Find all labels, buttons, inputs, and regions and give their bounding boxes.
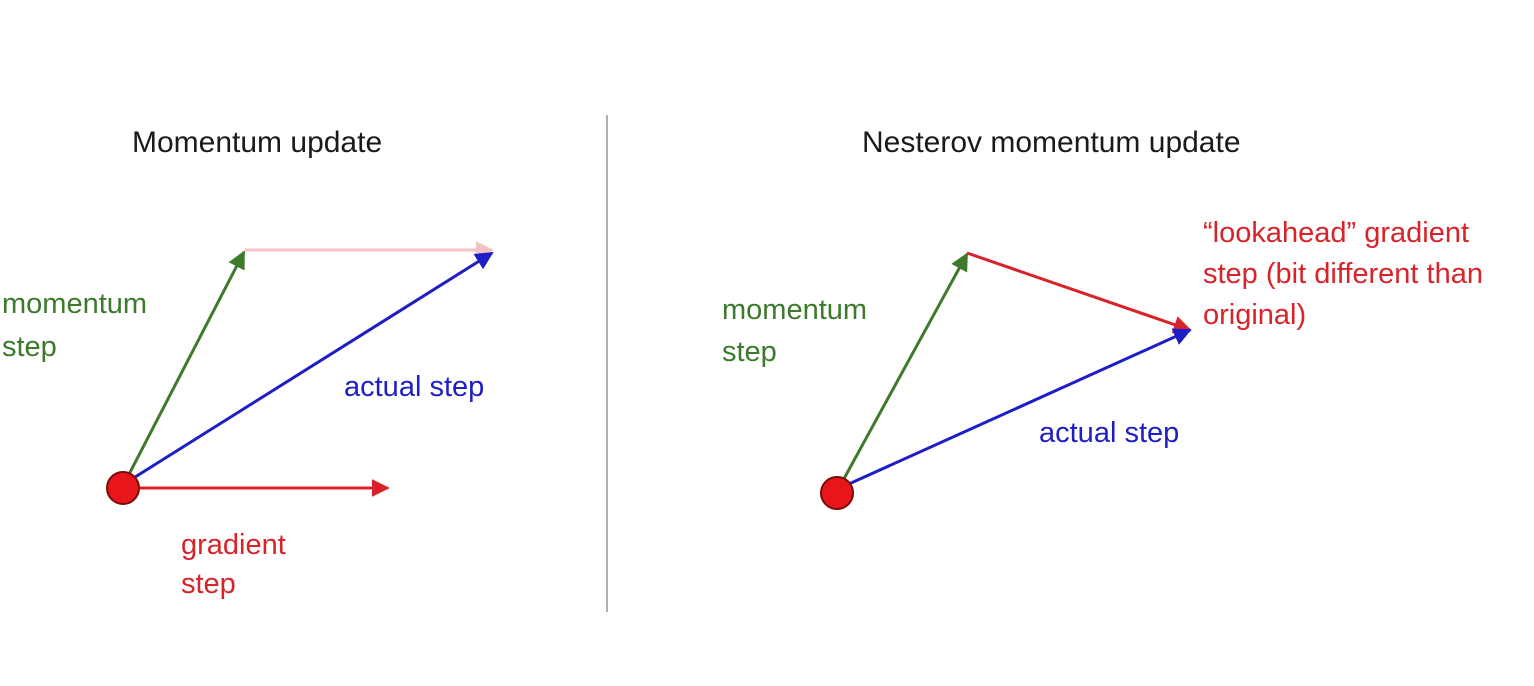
lookahead-label-line-3: original)	[1203, 299, 1306, 331]
momentum-step-arrow	[122, 250, 246, 485]
lookahead-gradient-arrow	[966, 251, 1192, 334]
nesterov-start-point	[820, 476, 854, 510]
left-momentum-label: momentum step	[2, 288, 155, 363]
nesterov-momentum-arrow	[838, 252, 969, 487]
right-actual-step-label: actual step	[1039, 417, 1179, 449]
left-gradient-label: gradient step	[181, 529, 294, 600]
start-point	[106, 471, 140, 505]
left-momentum-label-line-2: step	[2, 331, 57, 363]
lookahead-label-line-1: “lookahead” gradient	[1203, 217, 1469, 249]
right-panel-title: Nesterov momentum update	[862, 126, 1241, 159]
right-panel: Nesterov momentum update momentum step a…	[722, 126, 1491, 510]
nesterov-actual-step-arrow	[839, 328, 1192, 490]
right-momentum-label-line-1: momentum	[722, 294, 867, 326]
left-momentum-label-line-1: momentum	[2, 288, 147, 320]
right-momentum-label-line-2: step	[722, 336, 777, 368]
left-actual-step-label: actual step	[344, 371, 484, 403]
left-gradient-label-line-1: gradient	[181, 529, 286, 561]
left-gradient-label-line-2: step	[181, 568, 236, 600]
lookahead-label-line-2: step (bit different than	[1203, 258, 1483, 290]
left-panel-title: Momentum update	[132, 126, 382, 159]
actual-step-arrow	[123, 251, 494, 486]
lookahead-gradient-label: “lookahead” gradient step (bit different…	[1203, 217, 1491, 331]
right-momentum-label: momentum step	[722, 294, 875, 368]
left-panel: Momentum update momentum step actual ste…	[2, 126, 494, 600]
